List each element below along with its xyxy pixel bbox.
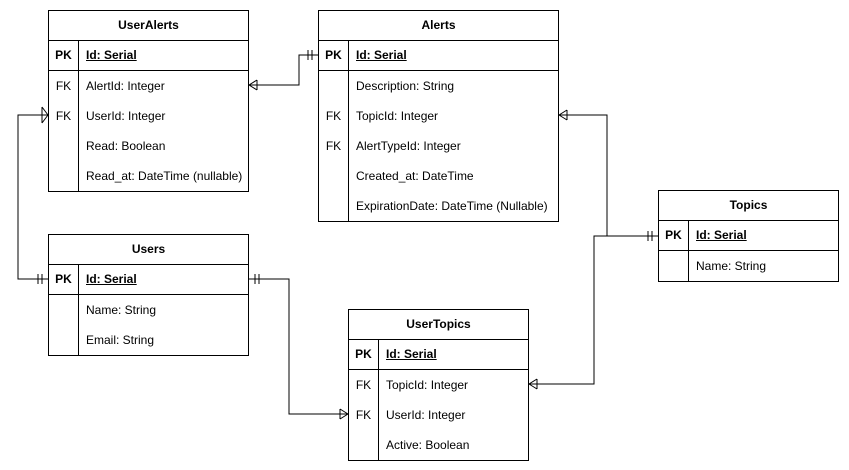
table-row: Read: Boolean xyxy=(49,131,248,161)
table-row: FK TopicId: Integer xyxy=(349,370,528,400)
relationship-useralerts-alerts xyxy=(248,50,318,91)
entity-title: UserTopics xyxy=(349,310,528,340)
field-label: AlertId: Integer xyxy=(86,79,165,93)
relationship-usertopics-topics xyxy=(528,231,658,390)
entity-usertopics[interactable]: UserTopics PK Id: Serial FK TopicId: Integ… xyxy=(348,309,529,461)
entity-title: UserAlerts xyxy=(49,11,248,41)
table-row: FK AlertTypeId: Integer xyxy=(319,131,558,161)
key-label: PK xyxy=(355,347,372,361)
entity-title: Alerts xyxy=(319,11,558,41)
key-label: PK xyxy=(325,48,342,62)
entity-title: Users xyxy=(49,235,248,265)
table-row: Active: Boolean xyxy=(349,430,528,460)
entity-title: Topics xyxy=(659,191,838,221)
field-label: AlertTypeId: Integer xyxy=(356,139,461,153)
field-label: Name: String xyxy=(696,259,767,273)
field-label: TopicId: Integer xyxy=(356,109,439,123)
relationship-useralerts-users xyxy=(17,106,49,284)
key-label: FK xyxy=(55,109,72,123)
field-label: Read_at: DateTime (nullable) xyxy=(86,169,243,183)
field-label: Id: Serial xyxy=(86,272,137,286)
table-row: ExpirationDate: DateTime (Nullable) xyxy=(319,191,558,221)
key-label: PK xyxy=(55,48,72,62)
field-label: Id: Serial xyxy=(86,48,137,62)
field-label: Id: Serial xyxy=(386,347,437,361)
field-label: UserId: Integer xyxy=(386,408,466,422)
table-row: PK Id: Serial xyxy=(349,340,528,370)
table-row: PK Id: Serial xyxy=(659,221,838,251)
field-label: Active: Boolean xyxy=(386,438,470,452)
key-label: FK xyxy=(325,109,342,123)
table-row: FK UserId: Integer xyxy=(49,101,248,131)
table-row: Email: String xyxy=(49,325,248,355)
entity-topics[interactable]: Topics PK Id: Serial Name: String xyxy=(658,190,839,282)
table-row: Description: String xyxy=(319,71,558,101)
key-label: FK xyxy=(55,79,72,93)
entity-useralerts[interactable]: UserAlerts PK Id: Serial FK AlertId: Integ… xyxy=(48,10,249,192)
field-label: Read: Boolean xyxy=(86,139,166,153)
table-row: Read_at: DateTime (nullable) xyxy=(49,161,248,191)
field-label: TopicId: Integer xyxy=(386,378,469,392)
entity-users[interactable]: Users PK Id: Serial Name: String Email: S… xyxy=(48,234,249,356)
relationship-users-usertopics xyxy=(249,274,349,420)
key-label: FK xyxy=(355,408,372,422)
table-row: Name: String xyxy=(49,295,248,325)
field-label: UserId: Integer xyxy=(86,109,166,123)
key-label: FK xyxy=(355,378,372,392)
table-row: Name: String xyxy=(659,251,838,281)
table-row: Created_at: DateTime xyxy=(319,161,558,191)
field-label: Created_at: DateTime xyxy=(356,169,474,183)
field-label: Id: Serial xyxy=(696,228,747,242)
field-label: ExpirationDate: DateTime (Nullable) xyxy=(356,199,548,213)
table-row: PK Id: Serial xyxy=(319,41,558,71)
relationship-alerts-topics xyxy=(558,109,608,236)
field-label: Description: String xyxy=(356,79,455,93)
field-label: Email: String xyxy=(86,333,155,347)
table-row: FK AlertId: Integer xyxy=(49,71,248,101)
table-row: FK UserId: Integer xyxy=(349,400,528,430)
table-row: PK Id: Serial xyxy=(49,265,248,295)
key-label: PK xyxy=(665,228,682,242)
field-label: Id: Serial xyxy=(356,48,407,62)
table-row: PK Id: Serial xyxy=(49,41,248,71)
key-label: PK xyxy=(55,272,72,286)
field-label: Name: String xyxy=(86,303,157,317)
table-row: FK TopicId: Integer xyxy=(319,101,558,131)
key-label: FK xyxy=(325,139,342,153)
